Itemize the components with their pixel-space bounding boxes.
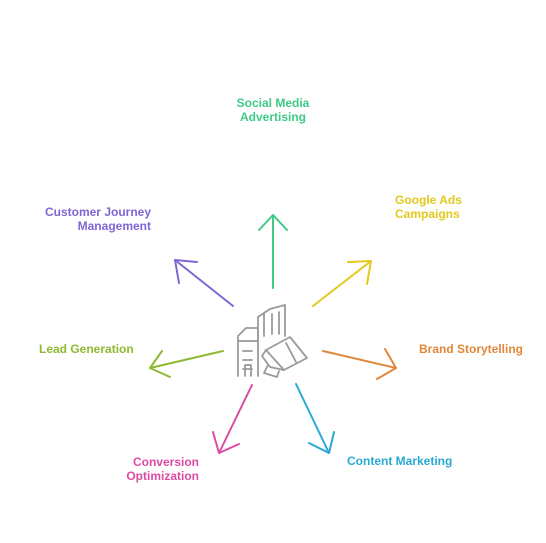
label-social-media-advertising-line2: Advertising bbox=[239, 110, 306, 124]
arrow-brand-storytelling bbox=[322, 348, 397, 380]
arrow-social-media-advertising bbox=[258, 214, 288, 289]
label-conversion-optimization-line2: Optimization bbox=[126, 469, 199, 483]
label-social-media-advertising: Social Media Advertising bbox=[221, 96, 325, 124]
label-google-ads-campaigns-line2: Campaigns bbox=[395, 207, 460, 221]
label-conversion-optimization: Conversion Optimization bbox=[99, 455, 199, 483]
label-customer-journey-management: Customer Journey Management bbox=[40, 205, 151, 233]
arrow-customer-journey-management bbox=[174, 259, 234, 307]
arrow-google-ads-campaigns bbox=[312, 260, 372, 307]
label-social-media-advertising-line1: Social Media bbox=[236, 96, 310, 110]
label-conversion-optimization-line1: Conversion bbox=[132, 455, 199, 469]
label-brand-storytelling: Brand Storytelling bbox=[419, 342, 523, 356]
label-lead-generation-line1: Lead Generation bbox=[39, 342, 134, 356]
arrow-lead-generation bbox=[149, 350, 224, 378]
label-customer-journey-management-line1: Customer Journey bbox=[44, 205, 151, 219]
arrow-content-marketing bbox=[295, 383, 335, 454]
buildings-megaphone-icon bbox=[237, 304, 308, 378]
label-google-ads-campaigns: Google Ads Campaigns bbox=[395, 193, 462, 221]
label-google-ads-campaigns-line1: Google Ads bbox=[395, 193, 462, 207]
label-lead-generation: Lead Generation bbox=[39, 342, 134, 356]
label-brand-storytelling-line1: Brand Storytelling bbox=[419, 342, 524, 356]
arrow-conversion-optimization bbox=[212, 384, 253, 454]
label-customer-journey-management-line2: Management bbox=[77, 219, 151, 233]
label-content-marketing-line1: Content Marketing bbox=[347, 454, 453, 468]
label-content-marketing: Content Marketing bbox=[347, 454, 452, 468]
